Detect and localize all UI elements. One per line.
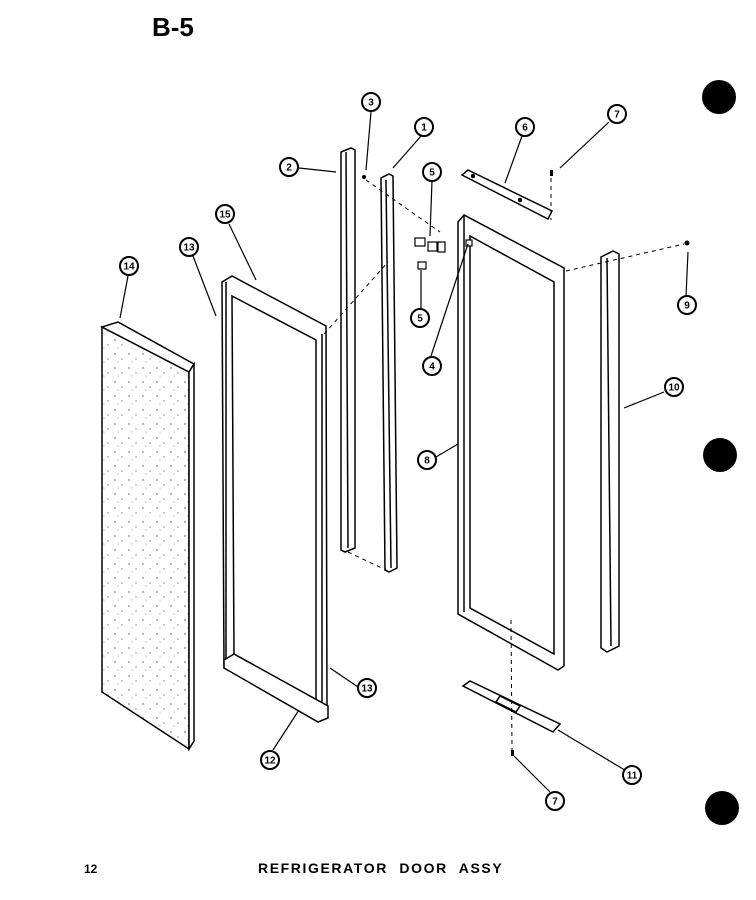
callout-2: 2 [279,157,299,177]
callout-15: 15 [215,204,235,224]
svg-text:3: 3 [368,98,374,109]
callout-12: 12 [260,750,280,770]
callout-13-lower: 13 [357,678,377,698]
callout-1: 1 [414,117,434,137]
callout-11: 11 [622,765,642,785]
svg-text:6: 6 [522,123,528,134]
callout-8: 8 [417,450,437,470]
callout-5-top: 5 [422,162,442,182]
gasket-strip-right [380,173,398,573]
svg-text:13: 13 [183,243,195,254]
svg-text:1: 1 [421,123,427,134]
page-number: 12 [84,862,98,876]
svg-text:11: 11 [627,771,638,782]
callout-4: 4 [422,356,442,376]
gasket-strip-left [340,147,356,553]
callout-7-bottom: 7 [545,791,565,811]
svg-text:9: 9 [684,301,690,312]
callout-10: 10 [664,377,684,397]
callout-14: 14 [119,256,139,276]
callout-6: 6 [515,117,535,137]
page-caption: REFRIGERATOR DOOR ASSY [258,860,504,876]
svg-text:7: 7 [552,797,558,808]
svg-text:2: 2 [286,163,292,174]
svg-text:8: 8 [424,456,430,467]
top-bracket [460,169,554,221]
door-outer-panel [100,321,196,752]
svg-text:5: 5 [429,168,435,179]
svg-text:4: 4 [429,362,435,373]
svg-text:7: 7 [614,110,620,121]
svg-text:14: 14 [123,262,135,273]
svg-text:10: 10 [668,383,680,394]
callout-5-lower: 5 [410,308,430,328]
bottom-bracket [461,680,562,733]
svg-text:13: 13 [361,684,373,695]
hinge-parts [414,237,473,270]
callout-13-top: 13 [179,237,199,257]
alignment-lines [323,178,685,751]
callout-9: 9 [677,295,697,315]
callout-3: 3 [361,92,381,112]
handle-strip [600,250,620,653]
part-callouts: 3 1 2 6 7 5 15 13 [119,92,697,811]
section-code: B-5 [152,12,194,42]
inner-door-liner [457,214,565,671]
leader-lines [119,111,689,793]
screws [362,170,690,756]
callout-7-top: 7 [607,104,627,124]
svg-text:12: 12 [264,756,276,767]
svg-text:15: 15 [219,210,231,221]
binder-holes [702,80,739,825]
svg-text:5: 5 [417,314,423,325]
breaker-frame [221,275,329,723]
